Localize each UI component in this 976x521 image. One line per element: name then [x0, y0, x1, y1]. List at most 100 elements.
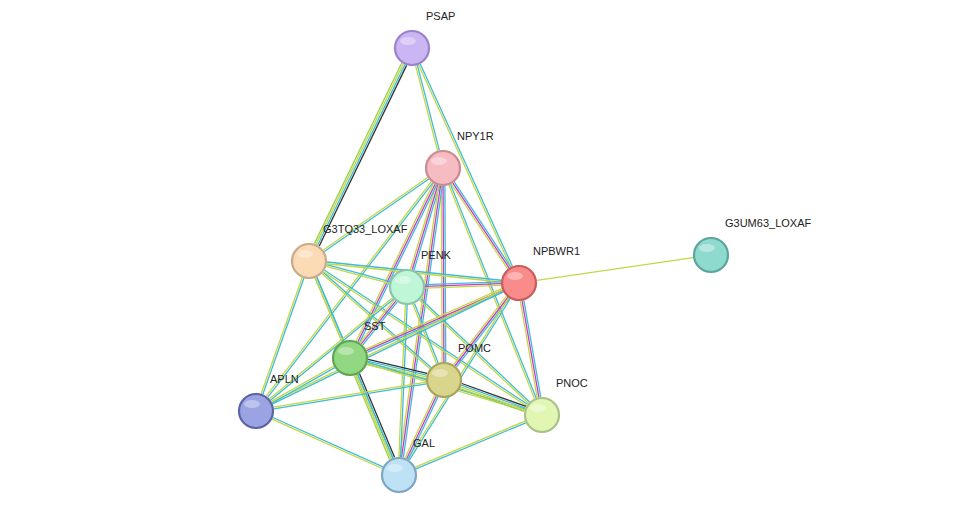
node-disc: [395, 31, 429, 65]
evidence-line: [408, 397, 438, 459]
node-label: PNOC: [556, 377, 588, 390]
evidence-line: [274, 382, 426, 407]
evidence-line: [354, 376, 389, 460]
evidence-line: [356, 375, 391, 459]
evidence-line: [272, 419, 382, 468]
evidence-line: [360, 300, 394, 343]
evidence-line: [417, 65, 439, 150]
node-disc: [426, 151, 460, 185]
node-label: APLN: [270, 373, 299, 386]
protein-node: PNOC: [524, 397, 560, 433]
evidence-line: [451, 184, 537, 398]
protein-node: GAL: [381, 457, 417, 493]
evidence-line: [366, 289, 502, 349]
interaction-edge: [272, 418, 383, 469]
protein-node: PENK: [389, 269, 425, 305]
protein-node: G3TQ33_LOXAF: [291, 243, 327, 279]
node-label: NPY1R: [457, 130, 494, 143]
evidence-line: [323, 178, 427, 250]
evidence-line: [522, 301, 539, 398]
interaction-edge: [367, 362, 525, 410]
interaction-edge: [425, 282, 501, 288]
node-disc: [427, 363, 461, 397]
evidence-line: [461, 387, 525, 410]
evidence-line: [358, 374, 393, 458]
interaction-edge: [323, 178, 428, 252]
node-circle: [426, 362, 462, 398]
interaction-edge: [537, 258, 693, 281]
evidence-line: [407, 396, 437, 458]
node-label: POMC: [458, 342, 491, 355]
node-highlight: [387, 464, 403, 472]
interaction-edge: [460, 384, 526, 412]
evidence-line: [460, 389, 524, 412]
node-highlight: [297, 250, 313, 258]
node-highlight: [395, 276, 411, 284]
interaction-edge: [367, 359, 427, 378]
node-label: NPBWR1: [533, 245, 580, 258]
node-highlight: [507, 272, 523, 280]
node-disc: [239, 394, 273, 428]
protein-node: SST: [332, 340, 368, 376]
node-circle: [501, 265, 537, 301]
interaction-edge: [405, 395, 438, 459]
interaction-edge: [274, 382, 427, 409]
protein-node: G3UM63_LOXAF: [693, 237, 729, 273]
evidence-line: [274, 384, 426, 409]
evidence-line: [263, 278, 304, 394]
evidence-line: [399, 305, 405, 457]
node-circle: [389, 269, 425, 305]
node-circle: [425, 150, 461, 186]
interaction-edge: [354, 374, 394, 460]
protein-node: PSAP: [394, 30, 430, 66]
node-label: GAL: [413, 437, 435, 450]
node-label: G3UM63_LOXAF: [725, 217, 811, 230]
interaction-edge: [399, 305, 407, 457]
node-label: SST: [364, 320, 385, 333]
node-disc: [694, 238, 728, 272]
node-label: PENK: [421, 249, 451, 262]
evidence-line: [359, 374, 394, 458]
node-circle: [291, 243, 327, 279]
interaction-edge: [261, 278, 304, 395]
node-highlight: [699, 244, 715, 252]
evidence-line: [453, 183, 509, 268]
node-highlight: [338, 347, 354, 355]
node-circle: [381, 457, 417, 493]
node-label: G3TQ33_LOXAF: [323, 223, 407, 236]
protein-node: POMC: [426, 362, 462, 398]
protein-node: NPBWR1: [501, 265, 537, 301]
interaction-edge: [324, 270, 528, 406]
evidence-line: [425, 285, 501, 288]
evidence-line: [537, 258, 693, 281]
evidence-line: [454, 182, 510, 267]
node-highlight: [530, 404, 546, 412]
node-disc: [525, 398, 559, 432]
evidence-line: [316, 64, 403, 245]
node-disc: [292, 244, 326, 278]
evidence-line: [461, 385, 525, 408]
node-circle: [693, 237, 729, 273]
node-circle: [238, 393, 274, 429]
interaction-edge: [416, 65, 440, 151]
evidence-line: [319, 65, 406, 246]
evidence-line: [269, 298, 392, 399]
evidence-line: [419, 65, 511, 267]
evidence-line: [273, 292, 504, 404]
interaction-edge: [360, 300, 397, 345]
node-disc: [502, 266, 536, 300]
interaction-edge: [314, 63, 406, 246]
evidence-line: [455, 297, 508, 366]
interaction-edge: [520, 300, 540, 397]
evidence-line: [324, 179, 428, 251]
node-circle: [394, 30, 430, 66]
interaction-edge: [454, 296, 510, 367]
evidence-line: [462, 384, 526, 407]
node-circle: [332, 340, 368, 376]
protein-node: APLN: [238, 393, 274, 429]
evidence-line: [405, 395, 435, 457]
evidence-line: [520, 301, 537, 398]
evidence-line: [261, 278, 302, 394]
